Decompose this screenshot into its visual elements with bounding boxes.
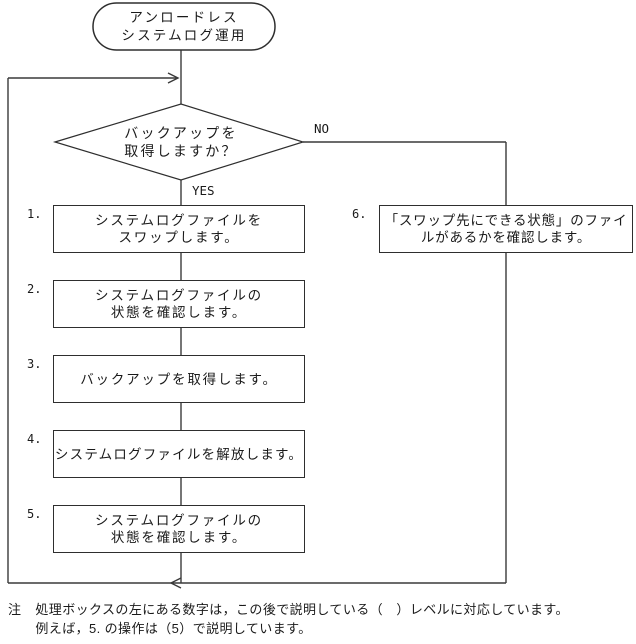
arrowhead-right-icon	[167, 72, 180, 84]
step1-number: 1.	[27, 207, 42, 221]
step4-number: 4.	[27, 432, 42, 446]
terminal-shape	[92, 2, 276, 51]
process-box-6-line2: ルがあるかを確認します。	[420, 230, 592, 245]
terminal-text-line1: アンロードレス	[129, 9, 239, 25]
footnote-line2: 例えば，5. の操作は（5）で説明しています。	[35, 621, 312, 636]
process-box-5: システムログファイルの 状態を確認します。	[53, 505, 305, 553]
process-box-3-line1: バックアップを取得します。	[80, 371, 278, 387]
no-branch-label: NO	[314, 121, 330, 136]
process-box-4-line1: システムログファイルを解放します。	[54, 446, 304, 462]
step6-number: 6.	[352, 207, 367, 221]
process-box-5-line1: システムログファイルの	[95, 513, 263, 528]
decision-diamond-shape	[52, 103, 306, 181]
decision-text-line2: 取得しますか？	[124, 143, 238, 159]
process-box-1-line1: システムログファイルを	[95, 213, 263, 228]
decision-node: バックアップを 取得しますか？	[80, 104, 282, 180]
process-box-6-line1: 「スワップ先にできる状態」のファイ	[384, 213, 628, 228]
step2-number: 2.	[27, 282, 42, 296]
process-box-2-line1: システムログファイルの	[95, 288, 263, 303]
process-box-2-line2: 状態を確認します。	[110, 305, 248, 320]
yes-branch-label: YES	[192, 183, 215, 198]
step3-number: 3.	[27, 357, 42, 371]
arrowhead-left-icon	[169, 577, 182, 589]
process-box-6: 「スワップ先にできる状態」のファイ ルがあるかを確認します。	[379, 205, 633, 253]
process-box-5-line2: 状態を確認します。	[110, 530, 248, 545]
process-box-1: システムログファイルを スワップします。	[53, 205, 305, 253]
process-box-2: システムログファイルの 状態を確認します。	[53, 280, 305, 328]
footnote-label: 注	[8, 602, 22, 617]
decision-text-line1: バックアップを	[124, 125, 238, 141]
process-box-3: バックアップを取得します。	[53, 355, 305, 403]
terminal-text-line2: システムログ運用	[121, 27, 247, 43]
terminal-node: アンロードレス システムログ運用	[93, 3, 275, 50]
process-box-1-line2: スワップします。	[118, 230, 240, 245]
process-box-4: システムログファイルを解放します。	[53, 430, 305, 478]
step5-number: 5.	[27, 507, 42, 521]
footnote: 注 処理ボックスの左にある数字は，この後で説明している（ ）レベルに対応していま…	[8, 600, 569, 638]
footnote-line1: 処理ボックスの左にある数字は，この後で説明している（ ）レベルに対応しています。	[35, 602, 569, 617]
